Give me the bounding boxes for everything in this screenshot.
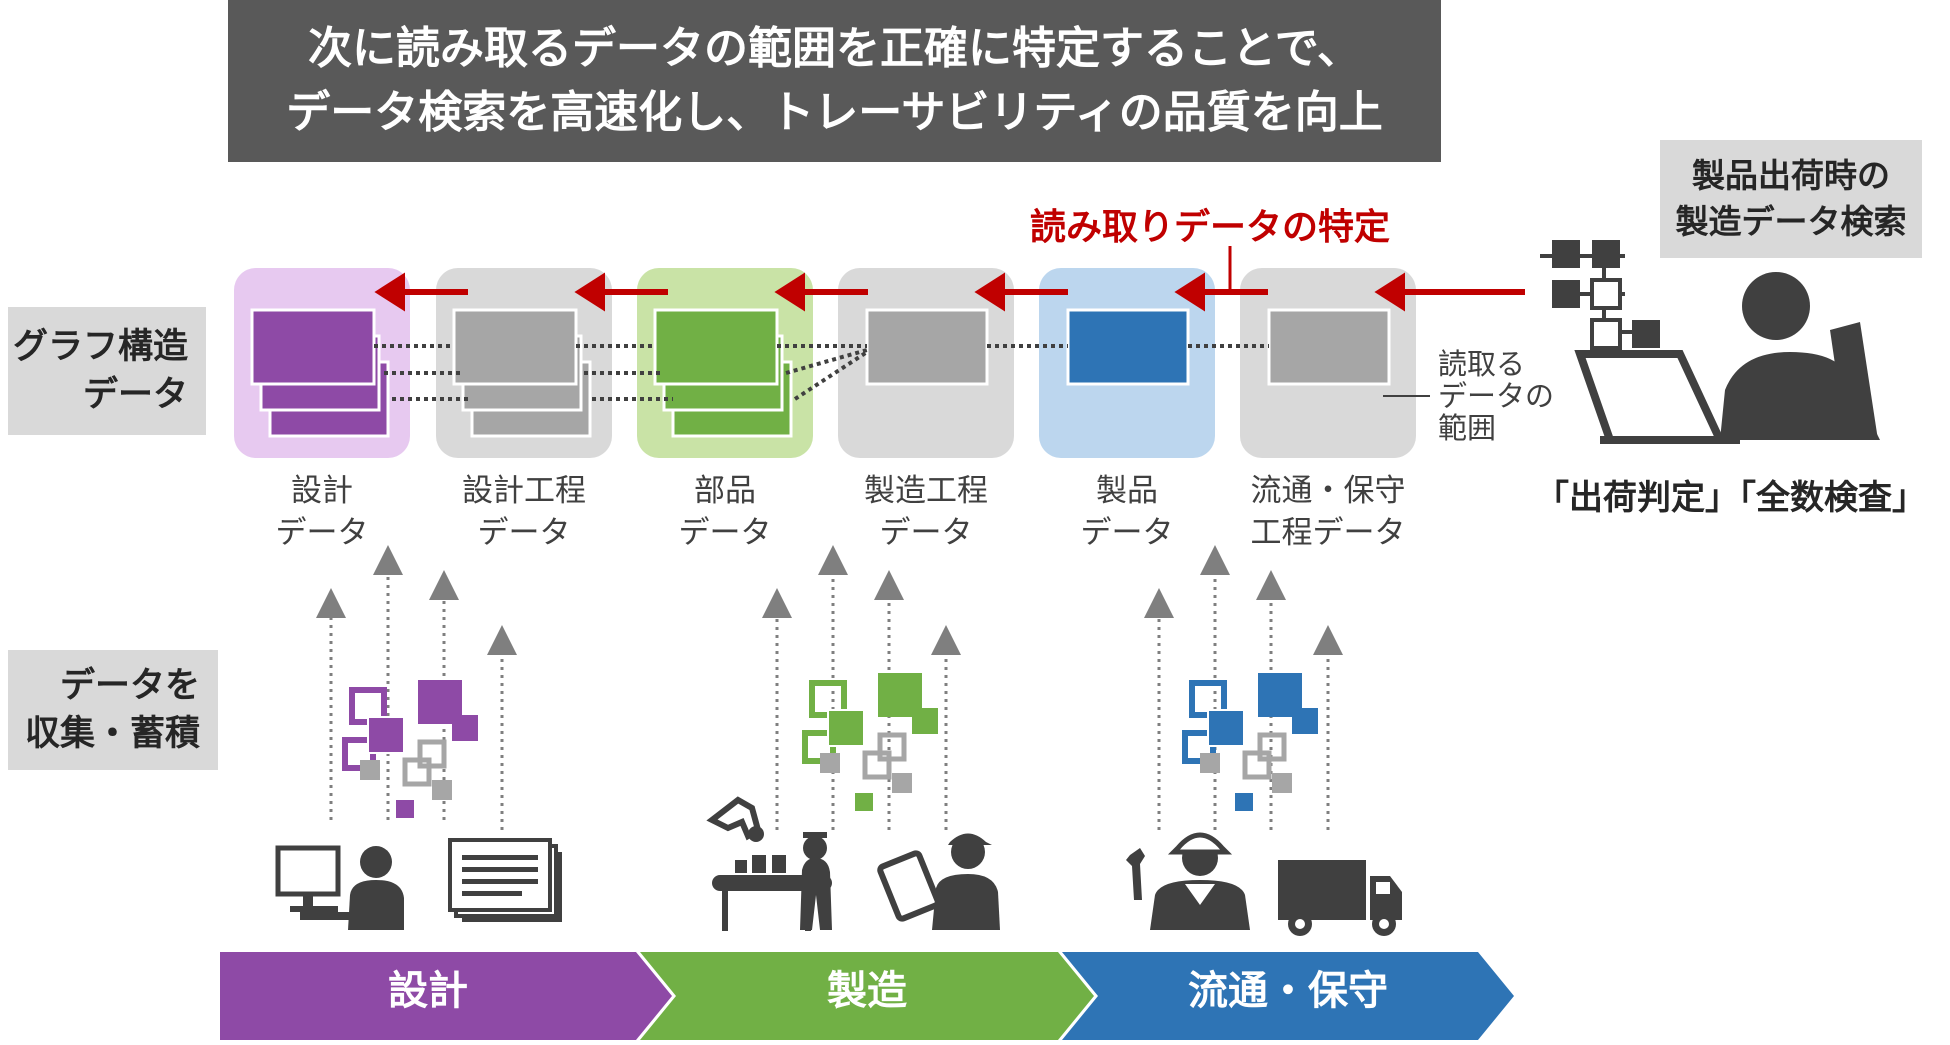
graph-structure-label-line-1: グラフ構造 xyxy=(12,327,188,367)
read-range-note-line-2: データの xyxy=(1438,379,1555,413)
label-design-data-line-2: データ xyxy=(275,515,369,551)
design-process-data-stack xyxy=(452,308,592,438)
worker-tablet-icon xyxy=(877,833,1000,930)
product-shipment-search-label: 製品出荷時の 製造データ検索 xyxy=(1660,140,1922,258)
headline-line-2: データ検索を高速化し、トレーサビリティの品質を向上 xyxy=(286,87,1383,138)
red-arrows xyxy=(374,272,1525,312)
label-design-process-data-line-1: 設計工程 xyxy=(462,473,586,509)
read-range-note-line-1: 読取る xyxy=(1438,347,1526,381)
headline-banner: 次に読み取るデータの範囲を正確に特定することで、 データ検索を高速化し、トレーサ… xyxy=(228,0,1441,162)
label-product-data-line-2: データ xyxy=(1080,515,1174,551)
design-data-squares xyxy=(342,680,478,818)
label-manufacturing-process-data: 製造工程 データ xyxy=(816,470,1036,554)
label-product-data-line-1: 製品 xyxy=(1096,473,1158,509)
label-parts-data-line-2: データ xyxy=(678,515,772,551)
headline-line-1: 次に読み取るデータの範囲を正確に特定することで、 xyxy=(308,23,1361,74)
distribution-data-squares xyxy=(1182,673,1318,811)
distribution-data-box xyxy=(1267,308,1391,386)
factory-line-icon xyxy=(706,796,832,931)
product-data-box xyxy=(1066,308,1190,386)
collect-accumulate-label: データを 収集・蓄積 xyxy=(8,650,218,770)
document-stack-icon xyxy=(448,838,562,922)
collect-label-line-2: 収集・蓄積 xyxy=(24,714,200,754)
collection-arrows xyxy=(316,545,1343,830)
phase-distribution-label: 流通・保守 xyxy=(1188,968,1388,1014)
read-range-note-line-3: 範囲 xyxy=(1438,411,1497,445)
phase-design-chevron xyxy=(220,952,672,1040)
analyst-person-icon xyxy=(1574,272,1880,444)
phase-manufacturing-label: 製造 xyxy=(827,968,907,1014)
graph-structure-label-line-2: データ xyxy=(82,375,188,415)
graph-search-icon xyxy=(1540,240,1660,350)
maintenance-worker-icon xyxy=(1126,832,1250,930)
parts-data-stack xyxy=(653,308,793,438)
search-label-line-2: 製造データ検索 xyxy=(1675,202,1907,241)
phase-bar xyxy=(220,952,1514,1040)
label-distribution-data: 流通・保守 工程データ xyxy=(1218,470,1438,554)
manufacturing-process-data-box xyxy=(865,308,989,386)
phase-design-label: 設計 xyxy=(388,968,468,1014)
manufacturing-data-squares xyxy=(802,673,938,811)
graph-structure-label: グラフ構造 データ xyxy=(8,307,206,435)
label-design-data: 設計 データ xyxy=(212,470,432,554)
label-manufacturing-process-data-line-2: データ xyxy=(879,515,973,551)
label-product-data: 製品 データ xyxy=(1017,470,1237,554)
graph-edges xyxy=(374,344,1269,401)
search-label-line-1: 製品出荷時の xyxy=(1692,156,1890,195)
shipment-judgement-label: 「出荷判定」「全数検査」 xyxy=(1535,478,1926,518)
identify-read-data-label: 読み取りデータの特定 xyxy=(1029,207,1390,248)
design-data-stack xyxy=(250,308,390,438)
phase-manufacturing-chevron xyxy=(640,952,1094,1040)
label-manufacturing-process-data-line-1: 製造工程 xyxy=(864,473,988,509)
label-design-process-data: 設計工程 データ xyxy=(414,470,634,554)
label-distribution-data-line-1: 流通・保守 xyxy=(1250,473,1406,509)
label-parts-data: 部品 データ xyxy=(615,470,835,554)
label-design-data-line-1: 設計 xyxy=(291,473,353,509)
label-distribution-data-line-2: 工程データ xyxy=(1250,515,1406,551)
label-design-process-data-line-2: データ xyxy=(477,515,571,551)
phase-distribution-chevron xyxy=(1062,952,1514,1040)
read-range-note: 読取る データの 範囲 xyxy=(1438,348,1554,444)
label-parts-data-line-1: 部品 xyxy=(694,473,756,509)
delivery-truck-icon xyxy=(1278,860,1402,936)
collect-label-line-1: データを xyxy=(59,666,200,706)
designer-computer-icon xyxy=(275,845,404,930)
